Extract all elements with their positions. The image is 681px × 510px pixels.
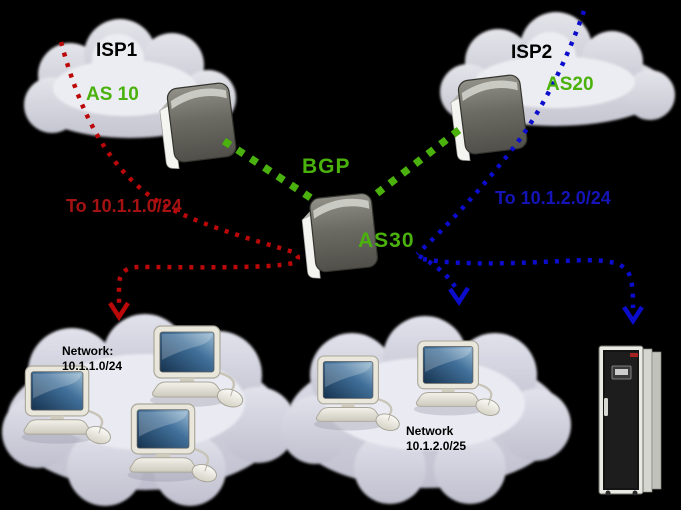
isp1-label: ISP1: [96, 40, 138, 61]
blue-route-path-main: [415, 10, 587, 256]
red-route-path: [58, 41, 301, 303]
server-tower: [598, 345, 662, 496]
lan-middle-label: Network 10.1.2.0/25: [406, 424, 466, 454]
blue-route-arrow-lan: [448, 286, 470, 307]
bgp-links: [221, 127, 462, 204]
blue-route: [415, 10, 644, 326]
blue-route-label: To 10.1.2.0/24: [495, 188, 611, 208]
blue-route-arrow-server: [622, 305, 644, 326]
red-route-arrow: [108, 301, 130, 322]
blue-route-path-server: [422, 256, 636, 309]
lan-middle-label-subnet: 10.1.2.0/25: [406, 439, 467, 453]
lan-left-label: Network: 10.1.1.0/24: [62, 344, 122, 374]
lan-middle-label-title: Network: [406, 424, 454, 438]
isp1-router: [156, 81, 239, 171]
isp2-router: [447, 73, 530, 163]
bgp-label: BGP: [302, 155, 351, 178]
lan-left-label-title: Network:: [62, 344, 114, 358]
red-route-label: To 10.1.1.0/24: [66, 196, 182, 216]
isp2-as-label: AS20: [546, 74, 594, 95]
bgp-link-isp1: [221, 137, 317, 204]
isp2-label: ISP2: [511, 42, 553, 63]
core-as-label: AS30: [358, 229, 415, 252]
bgp-link-isp2: [368, 127, 462, 201]
blue-route-path-lan: [417, 253, 459, 292]
lan-left-label-subnet: 10.1.1.0/24: [62, 359, 123, 373]
isp1-as-label: AS 10: [86, 84, 139, 105]
red-route: [58, 41, 301, 322]
